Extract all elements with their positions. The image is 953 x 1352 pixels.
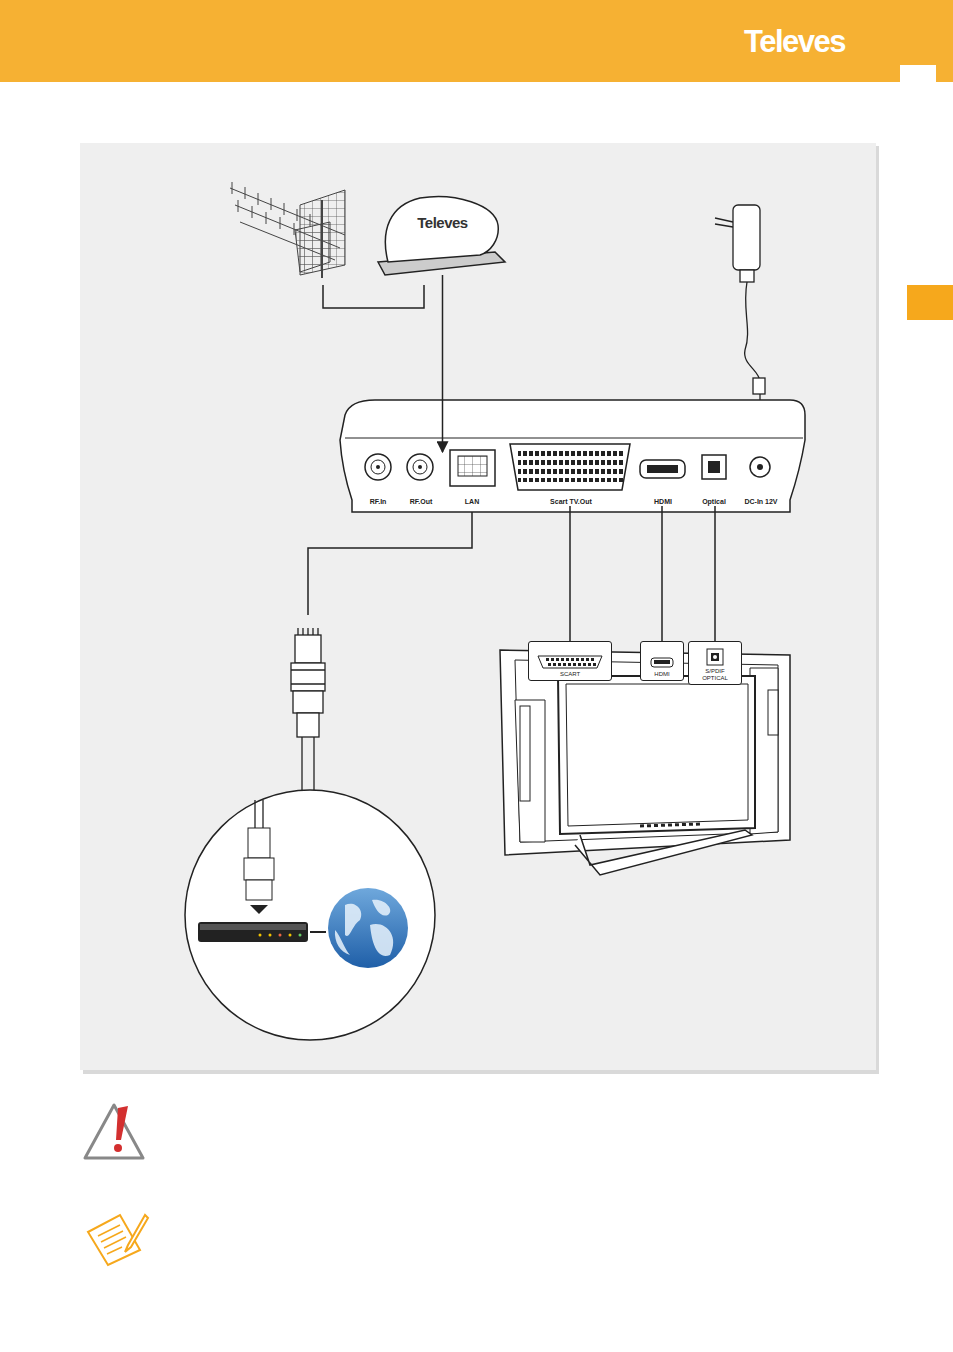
header-bar bbox=[0, 0, 953, 82]
brand-logo: Televes bbox=[744, 24, 845, 60]
indoor-antenna bbox=[378, 197, 505, 275]
port-label: RF.Out bbox=[401, 452, 441, 506]
port-label-text: DC-In 12V bbox=[744, 498, 777, 506]
zoom-circle bbox=[185, 790, 435, 1040]
port-label: Scart TV.Out bbox=[515, 444, 627, 506]
power-adapter bbox=[715, 205, 765, 402]
note-icon bbox=[88, 1215, 148, 1265]
port-label: RF.In bbox=[358, 452, 398, 506]
tv-port-box: HDMI bbox=[640, 641, 684, 681]
lan-cable bbox=[308, 512, 472, 615]
panel bbox=[80, 143, 876, 1070]
television bbox=[500, 650, 790, 875]
warning-icon bbox=[85, 1105, 143, 1158]
signal-arrow bbox=[442, 275, 444, 452]
antenna-box: Televes bbox=[385, 200, 500, 275]
side-tab bbox=[907, 285, 953, 320]
port-label-text: RF.Out bbox=[410, 498, 433, 506]
port-label-text: SCART bbox=[560, 671, 580, 678]
outdoor-antenna bbox=[230, 182, 345, 278]
tv-port-box: S/PDIF OPTICAL bbox=[688, 641, 742, 685]
port-icon bbox=[537, 655, 603, 669]
set-top-box bbox=[340, 400, 805, 512]
port-label: DC-In 12V bbox=[738, 455, 784, 506]
port-label-text: S/PDIF OPTICAL bbox=[693, 668, 737, 682]
port-label-text: LAN bbox=[465, 498, 479, 506]
cable-line bbox=[714, 506, 716, 641]
page-tab bbox=[900, 65, 936, 82]
tv-port-box: SCART bbox=[528, 641, 612, 681]
port-label: Optical bbox=[694, 453, 734, 506]
cable-line bbox=[569, 506, 571, 641]
port-label-text: Scart TV.Out bbox=[550, 498, 592, 506]
port-label: LAN bbox=[452, 452, 492, 506]
bracket bbox=[323, 285, 424, 308]
cable-line bbox=[661, 506, 663, 641]
brand-text: Televes bbox=[417, 214, 467, 231]
port-label-text: HDMI bbox=[654, 498, 672, 506]
port-label-text: HDMI bbox=[654, 671, 669, 678]
port-label-text: RF.In bbox=[370, 498, 387, 506]
port-label-text: Optical bbox=[702, 498, 726, 506]
port-label: HDMI bbox=[637, 458, 689, 506]
port-icon bbox=[649, 655, 675, 669]
ethernet-plug bbox=[291, 628, 325, 792]
port-icon bbox=[702, 648, 728, 666]
